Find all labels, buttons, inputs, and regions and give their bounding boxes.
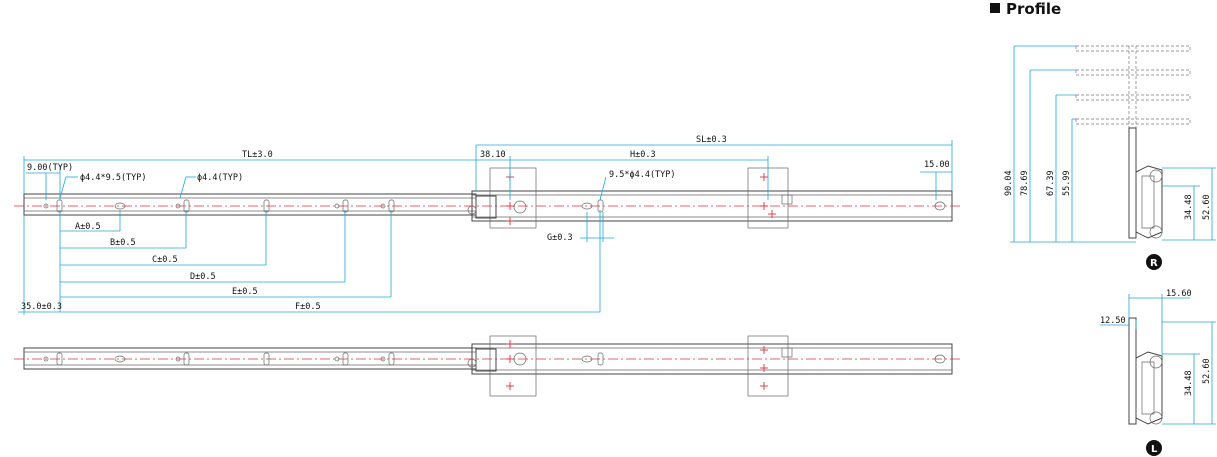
- dim-hole-slot: ϕ4.4*9.5(TYP): [80, 173, 147, 183]
- bottom-outer-rail: [23, 347, 477, 370]
- dim-78-69: 78.69: [1020, 170, 1030, 196]
- dim-a: A±0.5: [75, 222, 101, 232]
- top-latch: [475, 195, 497, 219]
- dim-tl: TL±3.0: [242, 150, 273, 160]
- badge-r-icon: [1146, 254, 1162, 270]
- dim-g: G±0.3: [547, 233, 573, 243]
- profile-right: 90.04 78.69 67.39 55.99 34.48 52.60 R: [1004, 45, 1216, 270]
- profile-heading: Profile: [990, 0, 1061, 18]
- bottom-slide: [14, 335, 960, 397]
- top-outer-rail: [23, 193, 477, 216]
- dim-67-39: 67.39: [1046, 170, 1056, 196]
- dim-b: B±0.5: [110, 238, 136, 248]
- dim-15-00: 15.00: [924, 160, 950, 170]
- dim-l-34-48: 34.48: [1184, 370, 1194, 396]
- dim-h: H±0.3: [630, 150, 656, 160]
- dim-r-52-60: 52.60: [1202, 194, 1212, 220]
- top-inner-holes: [581, 199, 946, 213]
- dim-f: F±0.5: [295, 302, 321, 312]
- bottom-inner-holes: [581, 352, 946, 366]
- bottom-outer-holes: [43, 352, 395, 366]
- dim-9-00-typ: 9.00(TYP): [27, 163, 73, 173]
- dim-c: C±0.5: [152, 255, 178, 265]
- top-front-bracket: [489, 167, 537, 229]
- top-dimension-lines: [18, 140, 953, 315]
- dim-38-10: 38.10: [480, 150, 506, 160]
- badge-l-text: L: [1151, 444, 1158, 455]
- bottom-latch: [475, 348, 497, 372]
- dim-hole-round: ϕ4.4(TYP): [197, 173, 243, 183]
- dim-90-04: 90.04: [1004, 170, 1014, 196]
- bottom-cross-marks: [506, 340, 768, 390]
- dim-55-99: 55.99: [1062, 170, 1072, 196]
- dim-15-60: 15.60: [1166, 289, 1192, 299]
- profile-title-text: Profile: [1006, 0, 1062, 18]
- dim-35-0: 35.0±0.3: [21, 302, 62, 312]
- profile-left: 15.60 12.50 34.48 52.60 L: [1100, 289, 1216, 456]
- dim-12-50: 12.50: [1100, 316, 1126, 326]
- square-bullet-icon: [990, 3, 1000, 13]
- badge-r-text: R: [1150, 258, 1158, 269]
- dim-e: E±0.5: [232, 287, 258, 297]
- dim-r-34-48: 34.48: [1184, 194, 1194, 220]
- top-outer-holes: [43, 199, 395, 213]
- bottom-rear-bracket: [747, 335, 789, 397]
- dim-d: D±0.5: [190, 272, 216, 282]
- top-slide: TL±3.0 9.00(TYP) ϕ4.4*9.5(TYP) ϕ4.4(TYP)…: [14, 135, 960, 315]
- badge-l-icon: [1146, 440, 1162, 456]
- dim-l-52-60: 52.60: [1202, 358, 1212, 384]
- bottom-front-bracket: [489, 335, 537, 397]
- dim-sl: SL±0.3: [696, 135, 727, 145]
- dim-hole-9-5: 9.5*ϕ4.4(TYP): [609, 170, 676, 180]
